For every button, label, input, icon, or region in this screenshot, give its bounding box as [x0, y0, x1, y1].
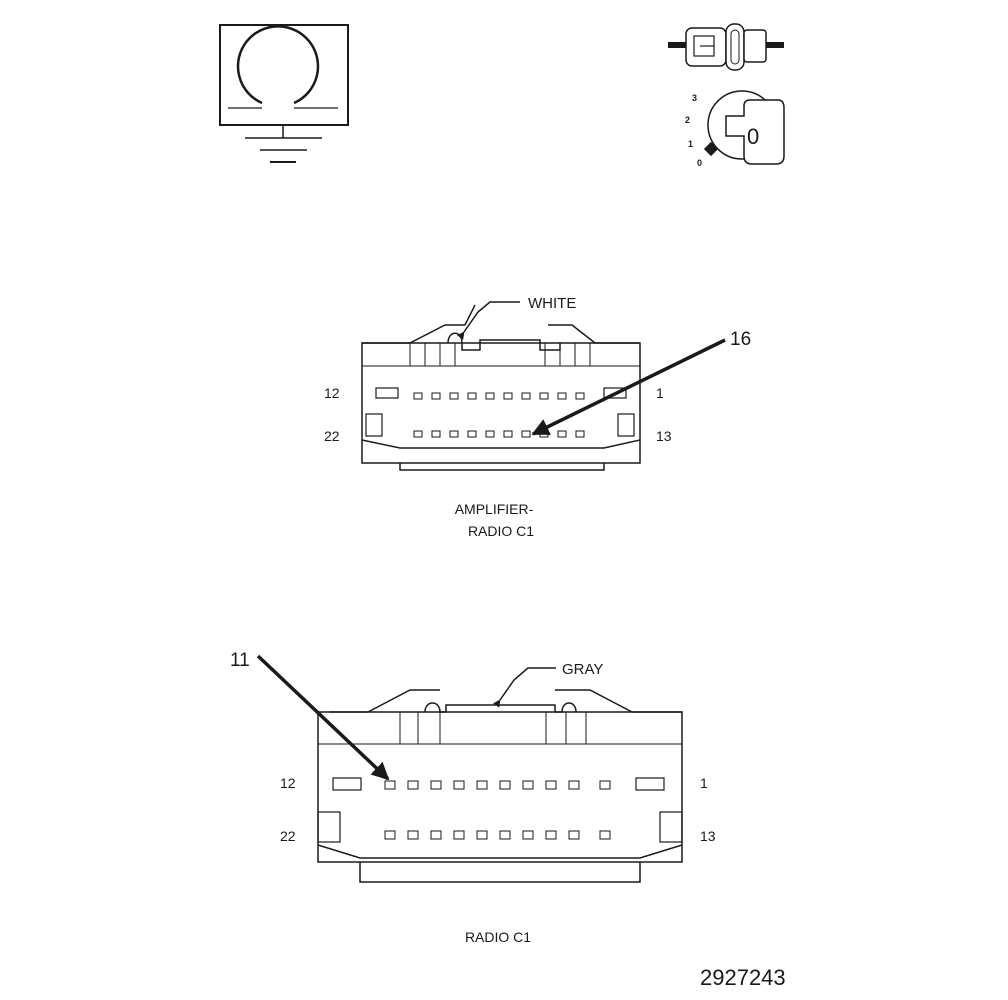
color-label-white: WHITE [528, 295, 576, 312]
pin-callout-16: 16 [730, 329, 751, 350]
pin-label-12: 12 [324, 385, 340, 401]
pin-label-1: 1 [700, 775, 708, 791]
ignition-position-0: 0 [697, 158, 702, 168]
radio-connector [256, 654, 683, 883]
connector-title-line1: AMPLIFIER- [455, 501, 534, 517]
figure-number: 2927243 [700, 965, 786, 990]
pin-label-22: 22 [280, 828, 296, 844]
pin-label-22: 22 [324, 428, 340, 444]
ignition-position-1: 1 [688, 139, 693, 149]
ignition-key-label: 0 [747, 124, 759, 149]
ignition-position-3: 3 [692, 93, 697, 103]
cavity-row-top [384, 780, 611, 790]
ground-loop-icon [219, 24, 349, 163]
cavity-row-bottom [413, 430, 585, 438]
pin-label-1: 1 [656, 385, 664, 401]
pin-label-13: 13 [700, 828, 716, 844]
color-label-gray: GRAY [562, 661, 603, 678]
amplifier-radio-connector [361, 301, 726, 471]
connector-title-line2: RADIO C1 [468, 523, 534, 539]
pin-label-13: 13 [656, 428, 672, 444]
cavity-row-top [413, 392, 585, 400]
cavity-row-bottom [384, 830, 611, 840]
ignition-position-2: 2 [685, 115, 690, 125]
ignition-key-switch-icon [668, 23, 785, 165]
pin-label-12: 12 [280, 775, 296, 791]
connector-title: RADIO C1 [465, 929, 531, 945]
pin-callout-11: 11 [230, 650, 250, 671]
